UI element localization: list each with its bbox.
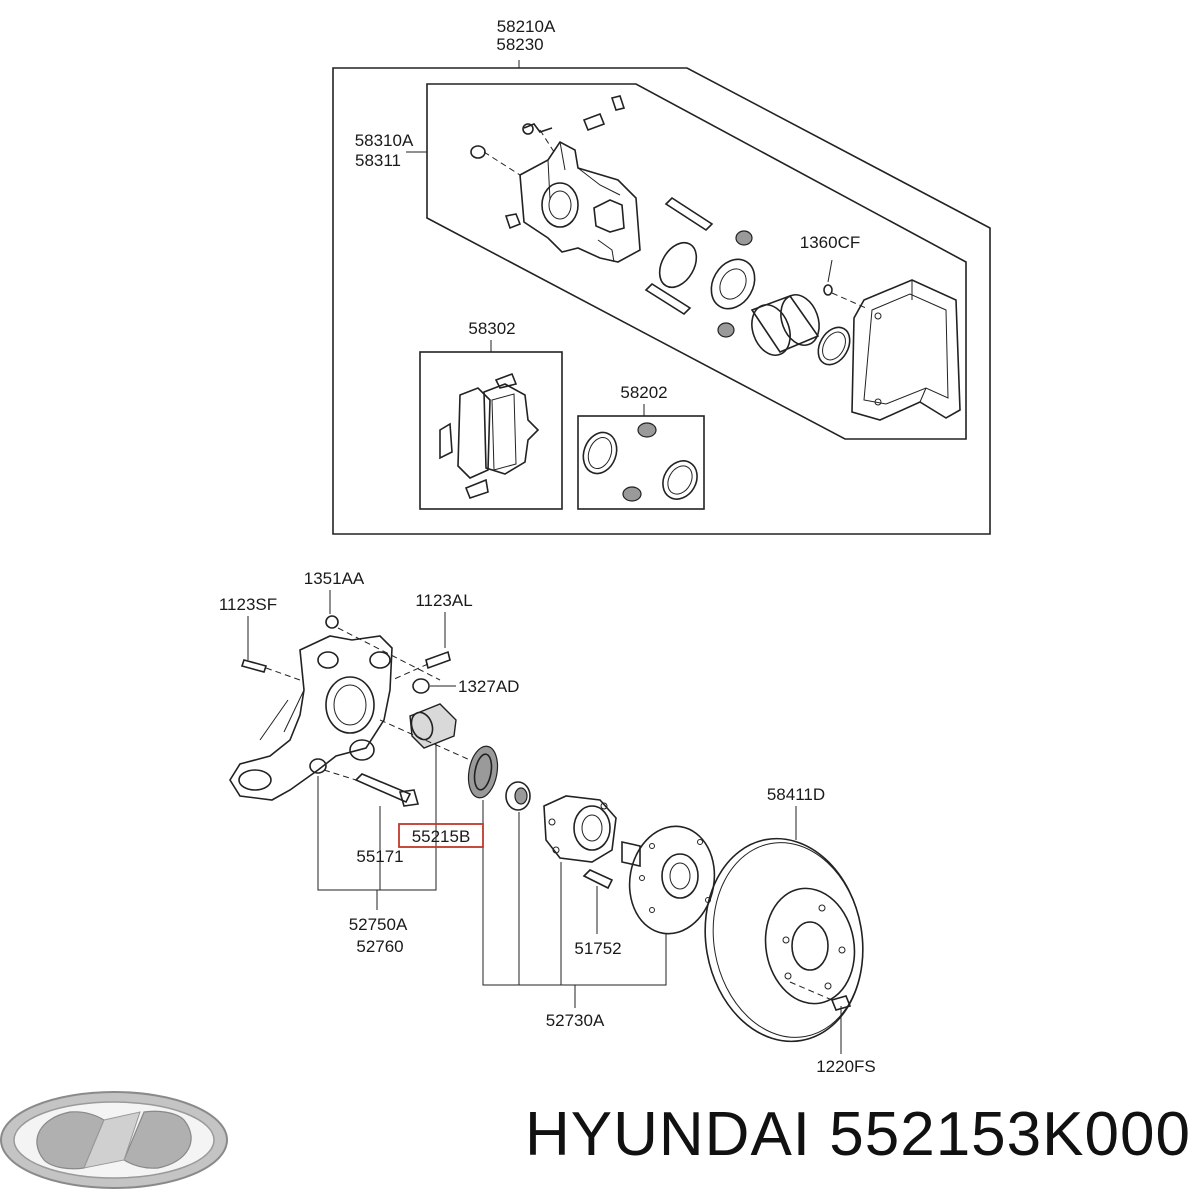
knuckle-stud xyxy=(323,769,420,807)
guide-pins xyxy=(644,196,714,316)
knuckle-bolts xyxy=(240,615,451,694)
label-1360CF: 1360CF xyxy=(800,233,860,252)
caliper-housing xyxy=(851,279,961,421)
brake-piston xyxy=(750,294,820,356)
piston-dust-boot xyxy=(710,258,756,310)
caliper-bolts xyxy=(470,95,626,230)
label-52750A: 52750A xyxy=(349,915,408,934)
caliper-bracket xyxy=(519,140,641,263)
label-1123AL: 1123AL xyxy=(415,591,472,610)
disc-screw xyxy=(789,981,852,1011)
label-55215B: 55215B xyxy=(412,827,471,846)
label-52730A: 52730A xyxy=(546,1011,605,1030)
hub-bearing xyxy=(543,795,617,863)
label-55171: 55171 xyxy=(356,847,403,866)
pad-kit-box xyxy=(419,340,563,510)
hyundai-logo-icon xyxy=(0,1091,228,1189)
bleeder-screw xyxy=(823,284,833,296)
highlight-box-55215B xyxy=(398,823,484,848)
label-58230: 58230 xyxy=(496,35,543,54)
wheel-stud xyxy=(582,869,614,934)
label-58210A: 58210A xyxy=(497,17,556,36)
label-58302: 58302 xyxy=(468,319,515,338)
label-58411D: 58411D xyxy=(767,785,825,804)
wheel-hub-flange xyxy=(621,825,716,935)
hub-seal xyxy=(505,781,531,811)
label-1327AD: 1327AD xyxy=(458,677,519,696)
label-1220FS: 1220FS xyxy=(816,1057,876,1076)
piston-seal xyxy=(817,326,851,366)
knuckle-leaders xyxy=(247,590,456,910)
seal-ring xyxy=(658,241,698,289)
label-58202: 58202 xyxy=(620,383,667,402)
seal-kit-box xyxy=(577,404,705,510)
label-52760: 52760 xyxy=(356,937,403,956)
abs-tone-wheel xyxy=(379,719,499,799)
label-51752: 51752 xyxy=(574,939,621,958)
brake-disc xyxy=(704,837,864,1043)
label-58310A: 58310A xyxy=(355,131,414,150)
caliper-assembly-box xyxy=(332,60,991,535)
label-1123SF: 1123SF xyxy=(219,595,277,614)
pin-boots xyxy=(717,230,753,338)
hub-leaders xyxy=(482,800,842,1054)
bushing xyxy=(409,703,457,749)
steering-knuckle xyxy=(229,635,393,801)
label-58311: 58311 xyxy=(355,151,401,170)
label-1351AA: 1351AA xyxy=(304,569,365,588)
brand-part-number: HYUNDAI 552153K000 xyxy=(525,1100,1191,1169)
